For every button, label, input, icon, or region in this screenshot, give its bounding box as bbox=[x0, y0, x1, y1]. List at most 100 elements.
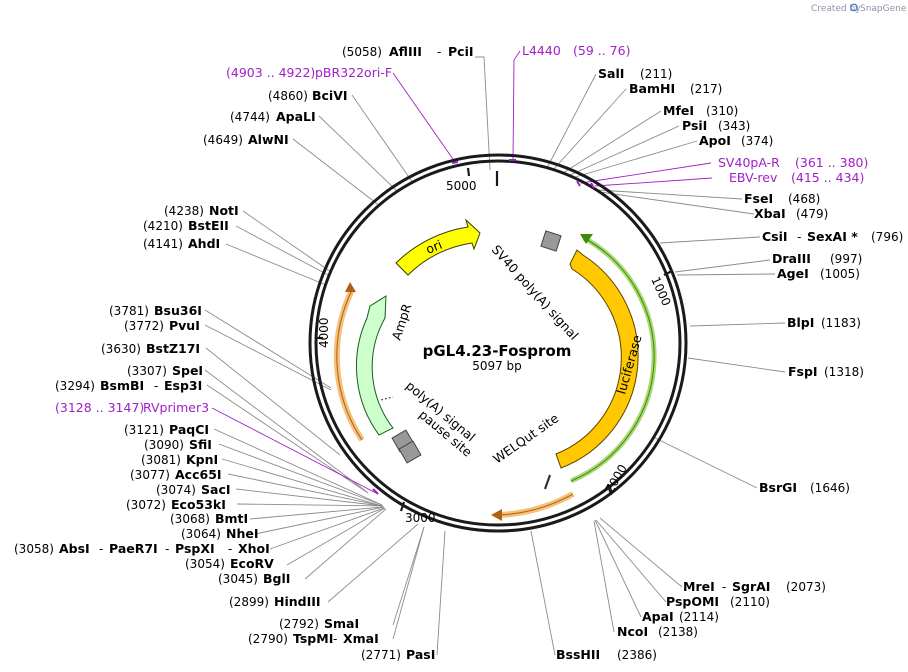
enzyme-name: FseI bbox=[744, 191, 773, 206]
enzyme-name: NcoI bbox=[617, 624, 648, 639]
primer-name: SV40pA-R bbox=[718, 155, 780, 170]
primer-arc-green-edge bbox=[570, 237, 655, 482]
tick-3000: 3000 bbox=[405, 511, 436, 525]
orange-arrow-up bbox=[345, 282, 356, 292]
enzyme-pos: (3074) bbox=[156, 483, 196, 497]
enzyme-pos: (479) bbox=[796, 207, 828, 221]
primer-name: pBR322ori-F bbox=[315, 65, 392, 80]
enzyme-name: DraIII bbox=[772, 251, 811, 266]
enzyme-pos: (3081) bbox=[141, 453, 181, 467]
enzyme-name: Acc65I bbox=[175, 467, 222, 482]
welqut-label: WELQut site bbox=[490, 410, 561, 466]
enzyme-pos: (5058) bbox=[342, 45, 382, 59]
luciferase-feature bbox=[555, 249, 639, 469]
enzyme-pos: (3077) bbox=[130, 468, 170, 482]
enzyme-pos: (2386) bbox=[617, 648, 657, 662]
green-arrow-head bbox=[580, 234, 593, 244]
enzyme-name: XmaI bbox=[343, 631, 379, 646]
backbone-inner bbox=[314, 159, 682, 527]
sv40-label: SV40 poly(A) signal bbox=[489, 242, 582, 343]
enzyme-pos: (4649) bbox=[203, 133, 243, 147]
enzyme-name: Eco53kI bbox=[171, 497, 226, 512]
enzyme-name: MreI bbox=[683, 579, 715, 594]
leader-lines bbox=[204, 56, 786, 656]
enzyme-name: BssHII bbox=[556, 647, 600, 662]
tick-2000: 2000 bbox=[602, 462, 629, 495]
orange-arrow-left bbox=[491, 509, 502, 521]
enzyme-name: SacI bbox=[201, 482, 231, 497]
enzyme-name: FspI bbox=[788, 364, 818, 379]
primer-range: (4903 .. 4922) bbox=[226, 65, 315, 80]
enzyme-pos: (3054) bbox=[185, 557, 225, 571]
enzyme-name: NotI bbox=[209, 203, 239, 218]
enzyme-pos: (3307) bbox=[127, 364, 167, 378]
enzyme-name: BstEII bbox=[188, 218, 229, 233]
enzyme-name: SalI bbox=[598, 66, 624, 81]
enzyme-pos: (3064) bbox=[181, 527, 221, 541]
enzyme-name: PvuI bbox=[169, 318, 200, 333]
enzyme-pos: (2114) bbox=[679, 610, 719, 624]
tick-4000: 4000 bbox=[317, 317, 331, 348]
enzyme-pos: (3045) bbox=[218, 572, 258, 586]
enzyme-pos: (1005) bbox=[820, 267, 860, 281]
ampr-label: AmpR bbox=[389, 301, 415, 341]
enzyme-name: ApaLI bbox=[276, 109, 316, 124]
svg-text:-: - bbox=[797, 230, 801, 244]
tick-5000: 5000 bbox=[446, 179, 477, 193]
credit-prefix: Created by bbox=[811, 4, 861, 14]
enzyme-name: SgrAI bbox=[732, 579, 770, 594]
welqut-mark bbox=[543, 474, 552, 490]
enzyme-name: PsiI bbox=[682, 118, 707, 133]
enzyme-name: Esp3I bbox=[164, 378, 202, 393]
enzyme-name: SexAI * bbox=[807, 229, 858, 244]
primer-range: (415 .. 434) bbox=[791, 170, 864, 185]
enzyme-name: PasI bbox=[406, 647, 435, 662]
enzyme-pos: (2899) bbox=[229, 595, 269, 609]
enzyme-name: PspOMI bbox=[666, 594, 719, 609]
enzyme-pos: (4744) bbox=[230, 110, 270, 124]
enzyme-pos: (4141) bbox=[143, 237, 183, 251]
sv40-box bbox=[540, 230, 562, 252]
enzyme-name: PaeR7I bbox=[109, 541, 158, 556]
enzyme-name: SpeI bbox=[172, 363, 203, 378]
enzyme-name: SfiI bbox=[189, 437, 212, 452]
enzyme-pos: (310) bbox=[706, 104, 738, 118]
primer-range: (361 .. 380) bbox=[795, 155, 868, 170]
enzyme-pos: (3121) bbox=[124, 423, 164, 437]
enzyme-pos: (2792) bbox=[279, 617, 319, 631]
enzyme-pos: (2110) bbox=[730, 595, 770, 609]
enzyme-name: BsmBI bbox=[100, 378, 144, 393]
svg-text:-: - bbox=[437, 45, 441, 59]
enzyme-name: ApoI bbox=[699, 133, 731, 148]
enzyme-pos: (3781) bbox=[109, 304, 149, 318]
enzyme-pos: (3058) bbox=[14, 542, 54, 556]
enzyme-name: Bsu36I bbox=[154, 303, 202, 318]
enzyme-pos: (3294) bbox=[55, 379, 95, 393]
snapgene-credit: Created by SnapGene bbox=[811, 3, 907, 14]
enzyme-name: TspMI bbox=[293, 631, 333, 646]
primer-lines bbox=[211, 50, 713, 494]
ampr-dash bbox=[380, 396, 394, 401]
primer-name: EBV-rev bbox=[729, 170, 778, 185]
enzyme-pos: (211) bbox=[640, 67, 672, 81]
enzyme-pos: (2138) bbox=[658, 625, 698, 639]
enzyme-pos: (2790) bbox=[248, 632, 288, 646]
enzyme-name: KpnI bbox=[186, 452, 218, 467]
enzyme-pos: (3068) bbox=[170, 512, 210, 526]
enzyme-name: BstZ17I bbox=[146, 341, 200, 356]
enzyme-pos: (3772) bbox=[124, 319, 164, 333]
enzyme-pos: (374) bbox=[741, 134, 773, 148]
primer-name: RVprimer3 bbox=[143, 400, 209, 415]
luciferase-label: luciferase bbox=[613, 333, 644, 396]
enzyme-pos: (796) bbox=[871, 230, 903, 244]
enzyme-name: ApaI bbox=[642, 609, 674, 624]
primer-name: L4440 bbox=[522, 43, 561, 58]
enzyme-pos: (2771) bbox=[361, 648, 401, 662]
svg-text:-: - bbox=[228, 542, 232, 556]
svg-text:-: - bbox=[154, 379, 158, 393]
enzyme-pos: (3090) bbox=[144, 438, 184, 452]
enzyme-name: HindIII bbox=[274, 594, 321, 609]
orange-arc-left-edge bbox=[336, 289, 363, 441]
plasmid-name: pGL4.23-Fosprom bbox=[423, 342, 572, 360]
